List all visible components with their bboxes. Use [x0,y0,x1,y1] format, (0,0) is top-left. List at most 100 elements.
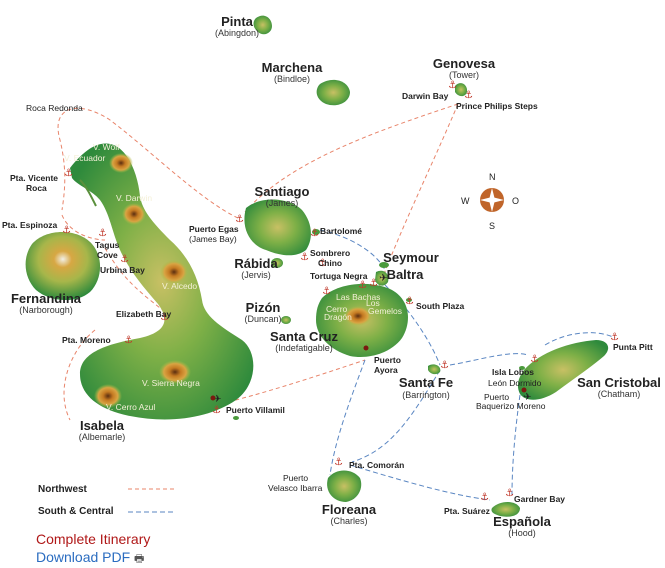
airport-icons: ✈ ✈ ✈ [213,273,531,405]
bartolome-islet [312,229,320,235]
complete-itinerary-link[interactable]: Complete Itinerary [36,531,151,547]
island-alt-name: (Albemarle) [79,432,126,442]
island-name: Genovesa [433,56,496,71]
site-label: Puerto [283,473,308,483]
anchor-icons: ⚓ ⚓ ⚓ ⚓ ⚓ ⚓ ⚓ ⚓ ⚓ ⚓ ⚓ ⚓ ⚓ ⚓ ⚓ ⚓ ⚓ ⚓ ⚓ ⚓ … [62,80,619,503]
anchor-icon: ⚓ [212,405,221,416]
anchor-icon: ⚓ [310,228,319,239]
island-alt-name: (Indefatigable) [275,343,333,353]
airplane-icon: ✈ [379,273,387,284]
island-alt-name: (Bindloe) [274,74,310,84]
santa-cruz-island [316,283,408,358]
volcano-labels: V. Wolf V. Ecuador V. Darwin V. Alcedo V… [64,142,200,412]
volcano-label: V. Ecuador [64,153,105,163]
site-label: Pta. Vicente [10,173,58,183]
site-label: Prince Philips Steps [456,101,538,111]
anchor-icon: ⚓ [322,286,331,297]
volcano-label: V. Sierra Negra [142,378,200,388]
route-south-central [319,229,616,501]
island-name: Santiago [255,184,310,199]
isla-lobos-islet [519,366,525,370]
site-label: Baquerizo Moreno [476,401,546,411]
site-label: Puerto [484,392,509,402]
site-label: Puerto [374,355,401,365]
island-alt-name: (Jervis) [241,270,271,280]
island-name: San Cristobal [577,375,661,390]
download-pdf-label: Download PDF [36,549,131,565]
site-label: Sombrero [310,248,350,258]
legend-south-central-label: South & Central [38,506,114,517]
compass-s: S [489,221,495,231]
anchor-icon: ⚓ [235,214,244,225]
island-alt-name: (Abingdon) [215,28,259,38]
site-label: Elizabeth Bay [116,309,172,319]
site-label: Dragón [324,312,352,322]
volcano-label: V. Cerro Azul [106,402,155,412]
compass-e: O [512,196,519,206]
volcano-label: V. Darwin [116,193,152,203]
genovesa-island [455,83,468,97]
island-name: Marchena [262,60,323,75]
site-label: South Plaza [416,301,464,311]
site-label: Los [366,298,380,308]
rabida-island [271,258,283,268]
download-pdf-link[interactable]: Download PDF 🖶 [36,548,150,568]
santiago-island [244,199,311,256]
island-name: Fernandina [11,291,82,306]
site-label: Gemelos [368,306,402,316]
compass-rose: N S W O [461,172,519,231]
island-alt-name: (Tower) [449,70,479,80]
site-label: León Dormido [488,378,542,388]
anchor-icon: ⚓ [448,80,457,91]
site-label: Punta Pitt [613,342,653,352]
island-name: Santa Cruz [270,329,338,344]
town-dot [521,387,527,393]
itinerary-links: Complete Itinerary Download PDF 🖶 [36,530,150,568]
anchor-icon: ⚓ [64,168,73,179]
island-name: Rábida [234,256,278,271]
south-plaza-islet [406,298,412,302]
anchor-icon: ⚓ [124,335,133,346]
site-label: Cerro [326,304,348,314]
anchor-icon: ⚓ [530,354,539,365]
island-alt-name: (Barrington) [402,390,450,400]
tortuga-islet [233,416,239,420]
town-dot [363,345,369,351]
site-label: Pta. Suárez [444,506,490,516]
anchor-icon: ⚓ [300,252,309,263]
anchor-icon: ⚓ [369,278,378,289]
town-dot [210,395,216,401]
island-alt-name: (James) [266,198,299,208]
santa-fe-island [428,364,441,375]
site-label: Puerto Villamil [226,405,285,415]
anchor-icon: ⚓ [120,254,129,265]
fernandina-island [25,232,101,301]
airplane-icon: ✈ [213,394,221,405]
espanola-island [491,502,520,517]
anchor-icon: ⚓ [610,332,619,343]
isabela-island [70,143,254,420]
volcano-label: V. Alcedo [162,281,197,291]
site-label: Urbina Bay [100,265,145,275]
anchor-icon: ⚓ [160,312,169,323]
site-label: Darwin Bay [402,91,449,101]
anchor-icon: ⚓ [405,296,414,307]
printer-icon: 🖶 [134,553,145,565]
town-markers [210,345,527,401]
anchor-icon: ⚓ [318,258,327,269]
island-name: Isabela [80,418,125,433]
island-alt-name: (Chatham) [598,389,641,399]
anchor-icon: ⚓ [440,360,449,371]
seymour-baltra-islands [375,262,389,286]
island-alt-name: (Hood) [508,528,536,538]
island-name: Santa Fe [399,375,453,390]
island-labels: Pinta (Abingdon) Marchena (Bindloe) Geno… [11,14,661,538]
anchor-icon: ⚓ [62,225,71,236]
anchor-icon: ⚓ [98,228,107,239]
san-cristobal-island [517,340,609,400]
volcano-label: V. Wolf [93,142,120,152]
island-name: Pizón [246,300,281,315]
site-label: Pta. Espinoza [2,220,58,230]
island-alt-name: (Charles) [330,516,367,526]
